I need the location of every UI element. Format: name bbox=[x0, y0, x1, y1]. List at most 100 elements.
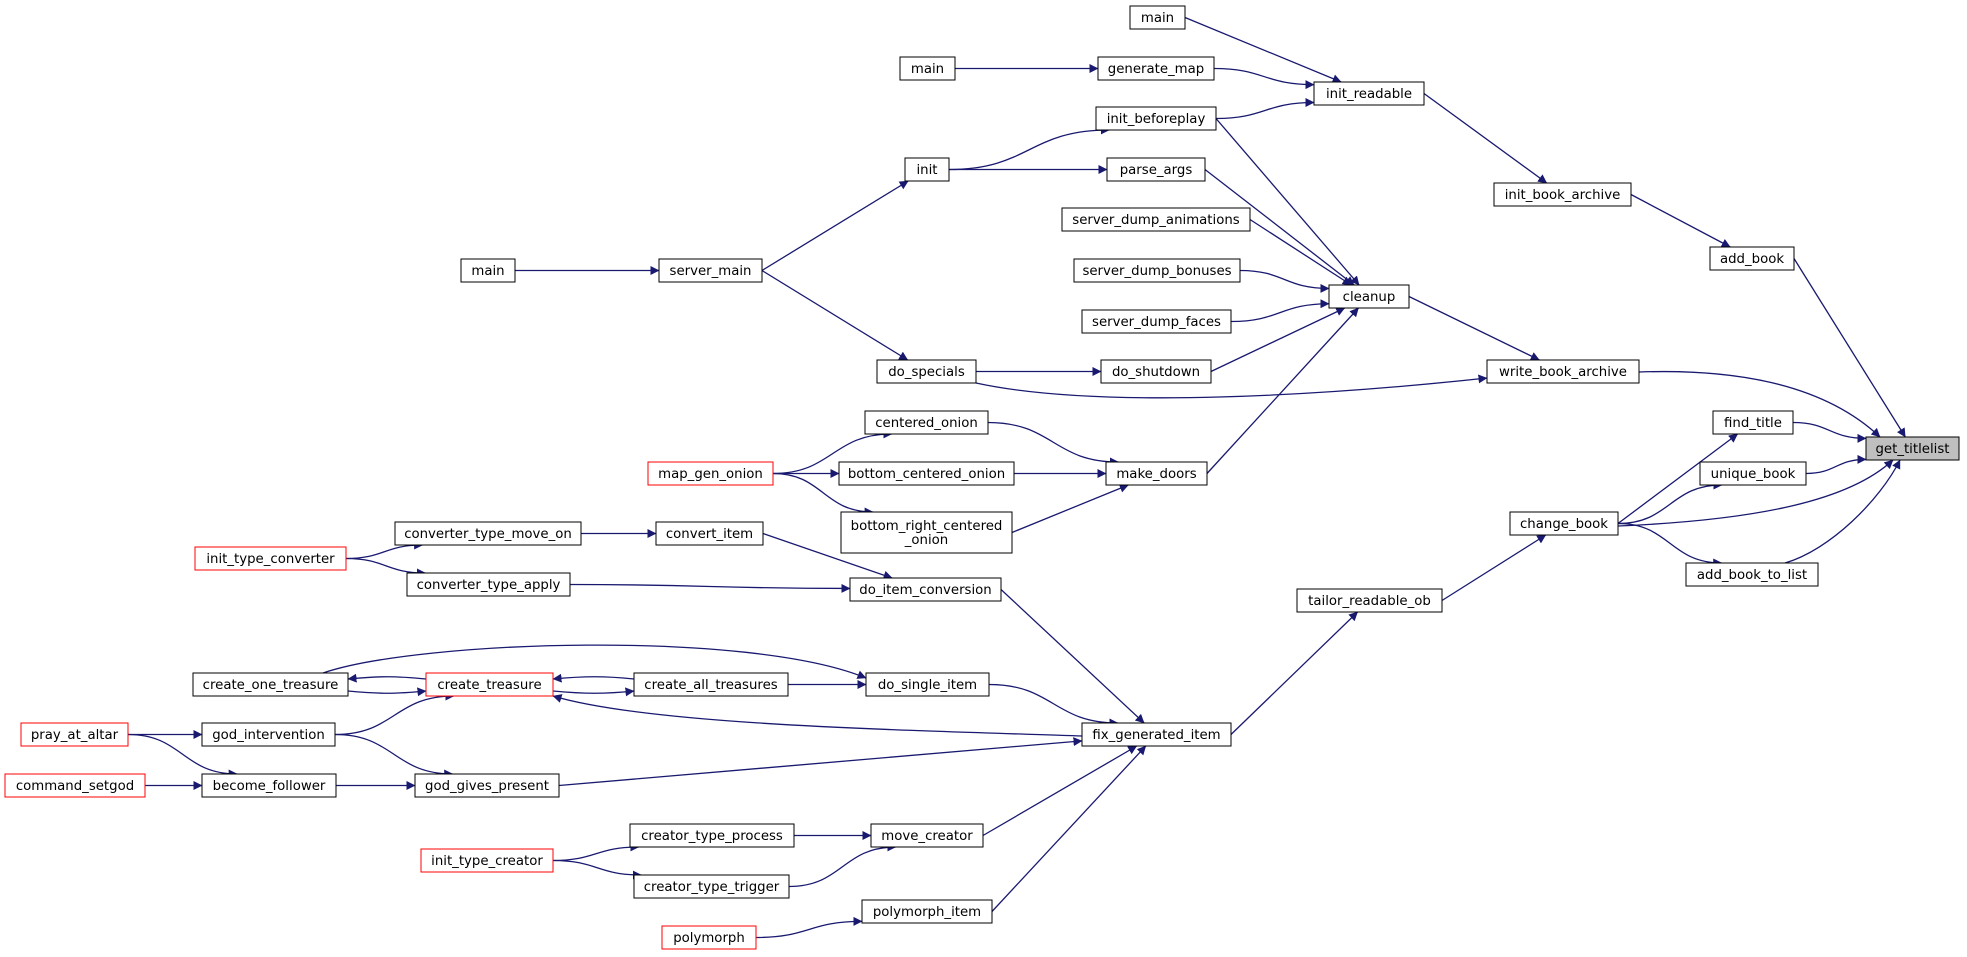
edge-create-treasure-to-create-all-treasures bbox=[552, 687, 635, 697]
node-server-main[interactable]: server_main bbox=[658, 258, 763, 283]
node-server-dump-faces[interactable]: server_dump_faces bbox=[1081, 309, 1232, 334]
node-parse-args[interactable]: parse_args bbox=[1106, 157, 1206, 182]
node-label: god_gives_present bbox=[425, 779, 549, 794]
edge-polymorph-to-polymorph-item bbox=[755, 916, 863, 939]
node-convert-item[interactable]: convert_item bbox=[655, 521, 764, 546]
node-box bbox=[647, 461, 774, 486]
node-create-treasure[interactable]: create_treasure bbox=[425, 672, 554, 697]
node-do-single-item[interactable]: do_single_item bbox=[865, 672, 990, 697]
node-label: pray_at_altar bbox=[31, 728, 119, 743]
edge-server-dump-faces-to-cleanup bbox=[1230, 299, 1330, 323]
node-label: _onion bbox=[904, 533, 948, 548]
node-label: main bbox=[1141, 11, 1174, 26]
node-map-gen-onion[interactable]: map_gen_onion bbox=[647, 461, 774, 486]
edge-add-book-to-get-titlelist bbox=[1793, 258, 1906, 438]
node-label: polymorph_item bbox=[873, 905, 981, 920]
node-server-dump-animations[interactable]: server_dump_animations bbox=[1061, 207, 1251, 232]
node-label: do_specials bbox=[888, 365, 965, 380]
node-box bbox=[420, 848, 554, 873]
node-creator-type-process[interactable]: creator_type_process bbox=[629, 823, 795, 848]
edge-server-dump-bonuses-to-cleanup bbox=[1239, 269, 1330, 293]
node-label: write_book_archive bbox=[1499, 365, 1627, 380]
node-add-book[interactable]: add_book bbox=[1709, 246, 1795, 271]
edge-bottom-right-centered-onion-to-make-doors bbox=[1011, 484, 1129, 534]
node-creator-type-trigger[interactable]: creator_type_trigger bbox=[633, 874, 790, 899]
node-init-beforeplay[interactable]: init_beforeplay bbox=[1095, 106, 1217, 131]
node-command-setgod[interactable]: command_setgod bbox=[4, 773, 146, 798]
node-write-book-archive[interactable]: write_book_archive bbox=[1486, 359, 1640, 384]
node-label: init bbox=[916, 163, 937, 178]
node-label: god_intervention bbox=[212, 728, 325, 743]
node-make-doors[interactable]: make_doors bbox=[1105, 461, 1208, 486]
node-create-one-treasure[interactable]: create_one_treasure bbox=[192, 672, 349, 697]
node-label: init_readable bbox=[1326, 87, 1412, 102]
edge-convert-item-to-do-item-conversion bbox=[762, 532, 893, 580]
node-do-item-conversion[interactable]: do_item_conversion bbox=[849, 577, 1002, 602]
node-box bbox=[414, 773, 560, 798]
node-label: tailor_readable_ob bbox=[1308, 594, 1431, 609]
node-label: add_book bbox=[1720, 252, 1784, 267]
node-bottom-centered-onion[interactable]: bottom_centered_onion bbox=[838, 461, 1015, 486]
node-main-b[interactable]: main bbox=[899, 56, 956, 81]
node-label: centered_onion bbox=[875, 416, 978, 431]
edge-init-type-converter-to-converter-type-apply bbox=[345, 557, 426, 578]
edge-generate-map-to-init-readable bbox=[1213, 67, 1315, 90]
node-unique-book[interactable]: unique_book bbox=[1699, 461, 1807, 486]
edge-pray-at-altar-to-become-follower bbox=[127, 733, 238, 779]
node-fix-generated-item[interactable]: fix_generated_item bbox=[1081, 722, 1232, 747]
node-init-readable[interactable]: init_readable bbox=[1313, 81, 1425, 106]
node-main-c[interactable]: main bbox=[460, 258, 516, 283]
node-get-titlelist[interactable]: get_titlelist bbox=[1865, 436, 1960, 461]
node-converter-type-apply[interactable]: converter_type_apply bbox=[406, 572, 571, 597]
node-change-book[interactable]: change_book bbox=[1509, 511, 1619, 536]
node-add-book-to-list[interactable]: add_book_to_list bbox=[1685, 562, 1819, 587]
node-box bbox=[861, 899, 993, 924]
node-god-intervention[interactable]: god_intervention bbox=[201, 722, 336, 747]
node-do-shutdown[interactable]: do_shutdown bbox=[1100, 359, 1212, 384]
node-cleanup[interactable]: cleanup bbox=[1328, 284, 1410, 309]
node-bottom-right-centered-onion[interactable]: bottom_right_centered_onion bbox=[840, 511, 1013, 554]
node-box bbox=[904, 157, 950, 182]
node-label: generate_map bbox=[1108, 62, 1204, 77]
node-init[interactable]: init bbox=[904, 157, 950, 182]
node-box bbox=[1073, 258, 1241, 283]
node-box bbox=[1061, 207, 1251, 232]
edge-create-one-treasure-to-create-treasure bbox=[347, 687, 427, 697]
edge-write-book-archive-to-get-titlelist bbox=[1638, 370, 1881, 438]
node-create-all-treasures[interactable]: create_all_treasures bbox=[633, 672, 789, 697]
node-server-dump-bonuses[interactable]: server_dump_bonuses bbox=[1073, 258, 1241, 283]
node-init-type-converter[interactable]: init_type_converter bbox=[194, 546, 347, 571]
node-box bbox=[20, 722, 129, 747]
node-label: main bbox=[911, 62, 944, 77]
node-label: server_main bbox=[670, 264, 752, 279]
edge-do-single-item-to-fix-generated-item bbox=[988, 683, 1119, 728]
node-box bbox=[192, 672, 349, 697]
node-box bbox=[1105, 461, 1208, 486]
node-box bbox=[1509, 511, 1619, 536]
edge-do-item-conversion-to-fix-generated-item bbox=[1000, 589, 1145, 724]
node-polymorph-item[interactable]: polymorph_item bbox=[861, 899, 993, 924]
node-init-type-creator[interactable]: init_type_creator bbox=[420, 848, 554, 873]
node-tailor-readable-ob[interactable]: tailor_readable_ob bbox=[1296, 588, 1443, 613]
edge-do-specials-to-write-book-archive bbox=[975, 374, 1488, 399]
node-label: create_one_treasure bbox=[203, 678, 339, 693]
node-polymorph[interactable]: polymorph bbox=[661, 925, 757, 950]
edge-god-intervention-to-god-gives-present bbox=[334, 733, 454, 779]
node-label: converter_type_move_on bbox=[404, 527, 572, 542]
node-converter-type-move-on[interactable]: converter_type_move_on bbox=[394, 521, 582, 546]
node-init-book-archive[interactable]: init_book_archive bbox=[1493, 182, 1632, 207]
edge-god-gives-present-to-fix-generated-item bbox=[558, 737, 1083, 787]
node-find-title[interactable]: find_title bbox=[1712, 410, 1794, 435]
node-centered-onion[interactable]: centered_onion bbox=[864, 410, 989, 435]
node-move-creator[interactable]: move_creator bbox=[870, 823, 984, 848]
node-label: server_dump_bonuses bbox=[1082, 264, 1231, 279]
node-god-gives-present[interactable]: god_gives_present bbox=[414, 773, 560, 798]
node-pray-at-altar[interactable]: pray_at_altar bbox=[20, 722, 129, 747]
node-box bbox=[865, 672, 990, 697]
node-become-follower[interactable]: become_follower bbox=[201, 773, 337, 798]
node-generate-map[interactable]: generate_map bbox=[1097, 56, 1215, 81]
edge-converter-type-apply-to-do-item-conversion bbox=[569, 583, 851, 593]
edge-server-main-to-init bbox=[761, 180, 909, 272]
node-main-a[interactable]: main bbox=[1129, 5, 1186, 30]
node-do-specials[interactable]: do_specials bbox=[876, 359, 977, 384]
